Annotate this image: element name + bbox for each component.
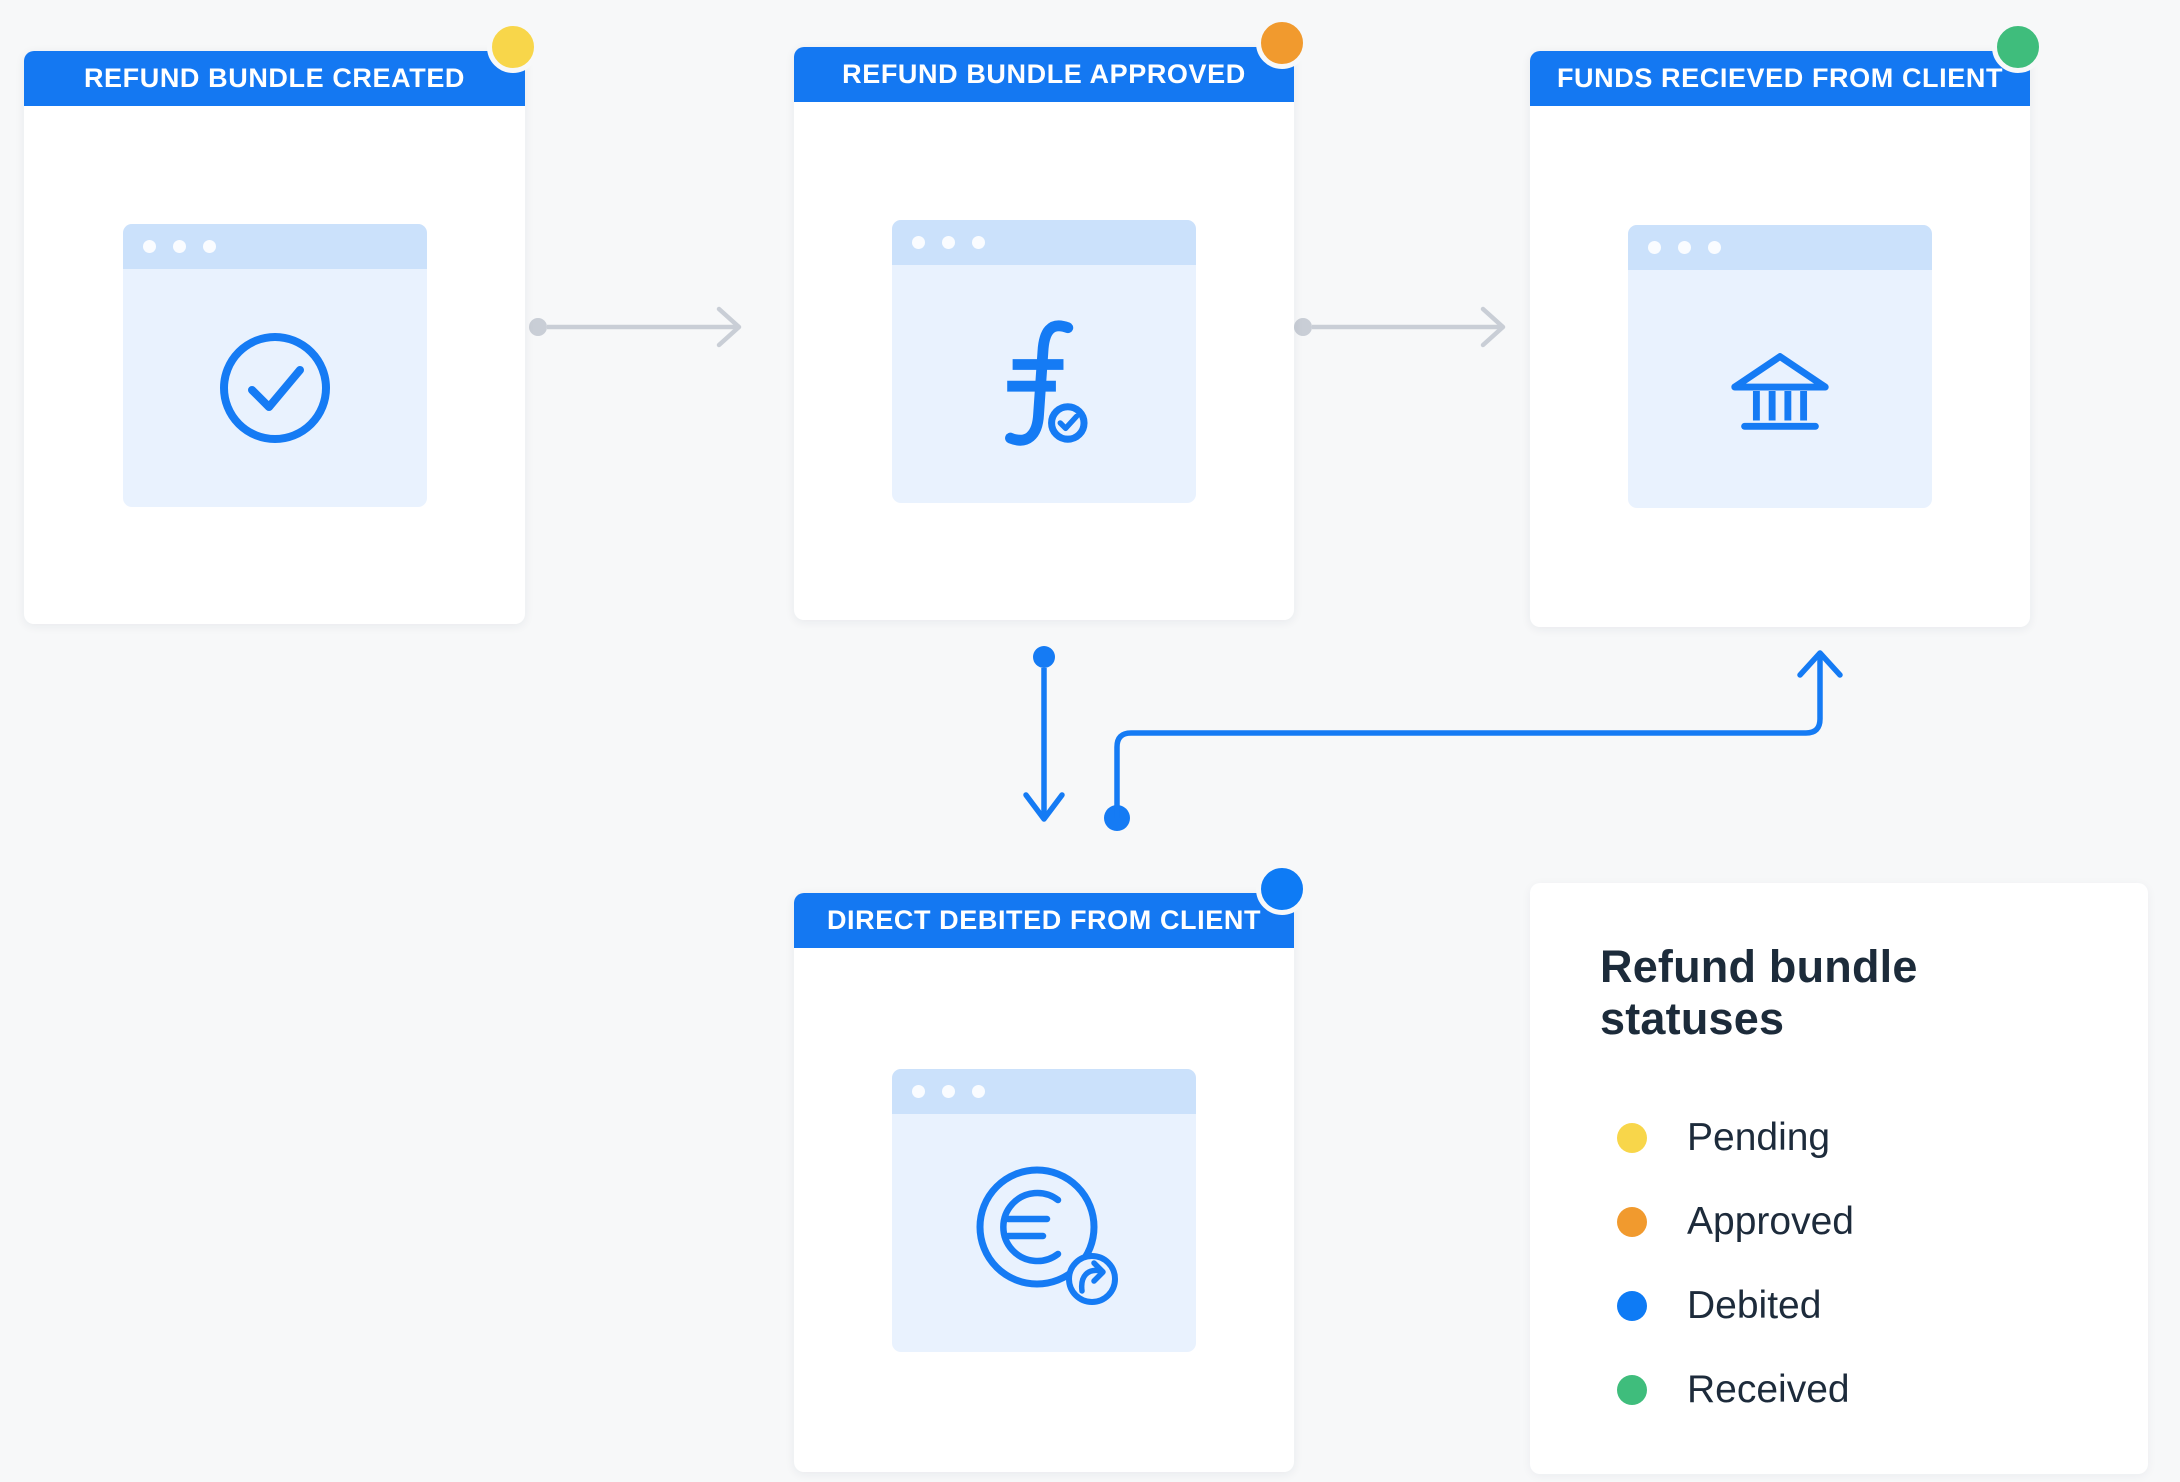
legend-label: Pending xyxy=(1687,1116,1831,1159)
window-dot-icon xyxy=(942,1084,955,1098)
card-body xyxy=(1530,106,2030,627)
check-circle-icon xyxy=(219,332,330,443)
card-refund-bundle-created: REFUND BUNDLE CREATED xyxy=(24,21,539,624)
card-refund-bundle-approved: REFUND BUNDLE APPROVED xyxy=(794,17,1308,620)
card-funds-received-from-client: FUNDS RECIEVED FROM CLIENT xyxy=(1530,21,2044,627)
euro-debit-icon xyxy=(976,1166,1118,1305)
card-direct-debited-from-client: DIRECT DEBITED FROM CLIENT xyxy=(794,863,1308,1472)
legend-dot-pending xyxy=(1617,1123,1647,1153)
legend-dot-received xyxy=(1617,1375,1647,1405)
legend-item-pending: Pending xyxy=(1600,1114,2078,1162)
window-dot-icon xyxy=(1678,241,1691,254)
arrow-created-to-approved xyxy=(529,306,742,348)
legend-label: Debited xyxy=(1687,1284,1822,1327)
legend-item-approved: Approved xyxy=(1600,1198,2078,1246)
browser-window-illustration xyxy=(1628,225,1932,508)
window-dot-icon xyxy=(1648,241,1661,254)
legend-dot-approved xyxy=(1617,1207,1647,1237)
browser-window-illustration xyxy=(892,219,1196,503)
window-dot-icon xyxy=(942,235,955,249)
window-dot-icon xyxy=(972,235,985,249)
card-title-bar: FUNDS RECIEVED FROM CLIENT xyxy=(1530,51,2030,106)
window-dot-icon xyxy=(912,1084,925,1098)
card-title: DIRECT DEBITED FROM CLIENT xyxy=(826,905,1262,935)
arrow-debited-to-received xyxy=(1104,650,1843,831)
browser-window-illustration xyxy=(122,223,427,507)
status-dot-pending xyxy=(487,21,539,73)
card-title: REFUND BUNDLE CREATED xyxy=(83,63,466,93)
legend-panel: Refund bundle statuses Pending Approved … xyxy=(1530,883,2148,1474)
card-title-bar: REFUND BUNDLE APPROVED xyxy=(794,47,1294,102)
legend-dot-debited xyxy=(1617,1291,1647,1321)
arrow-approved-to-debited xyxy=(1023,646,1065,822)
window-dot-icon xyxy=(912,235,925,249)
window-dot-icon xyxy=(172,239,186,253)
card-body xyxy=(794,948,1294,1472)
browser-titlebar xyxy=(1628,225,1932,270)
window-dot-icon xyxy=(972,1084,985,1098)
browser-content xyxy=(892,1114,1196,1352)
card-title-bar: DIRECT DEBITED FROM CLIENT xyxy=(794,893,1294,948)
browser-content xyxy=(1628,270,1932,508)
card-body xyxy=(794,102,1294,620)
browser-titlebar xyxy=(122,223,427,269)
browser-content xyxy=(123,269,427,507)
browser-titlebar xyxy=(892,219,1196,265)
legend-label: Received xyxy=(1687,1368,1850,1411)
card-title: REFUND BUNDLE APPROVED xyxy=(842,59,1246,89)
browser-content xyxy=(892,265,1196,503)
window-dot-icon xyxy=(142,239,156,253)
status-dot-approved xyxy=(1256,17,1308,69)
window-dot-icon xyxy=(202,239,216,253)
card-title-bar: REFUND BUNDLE CREATED xyxy=(24,51,525,106)
arrow-approved-to-received xyxy=(1294,306,1506,348)
flanks-approved-icon xyxy=(1005,320,1088,446)
window-dot-icon xyxy=(1708,241,1721,254)
legend-title: Refund bundle statuses xyxy=(1600,941,1918,1044)
browser-titlebar xyxy=(892,1068,1196,1114)
browser-window-illustration xyxy=(892,1068,1196,1352)
legend-label: Approved xyxy=(1687,1200,1854,1243)
card-body xyxy=(24,106,525,624)
legend-list: Pending Approved Debited Received xyxy=(1600,1114,2078,1414)
legend-item-received: Received xyxy=(1600,1366,2078,1414)
card-title: FUNDS RECIEVED FROM CLIENT xyxy=(1556,63,2004,93)
legend-item-debited: Debited xyxy=(1600,1282,2078,1330)
bank-icon xyxy=(1731,353,1829,430)
status-dot-debited xyxy=(1256,863,1308,915)
status-dot-received xyxy=(1992,21,2044,73)
